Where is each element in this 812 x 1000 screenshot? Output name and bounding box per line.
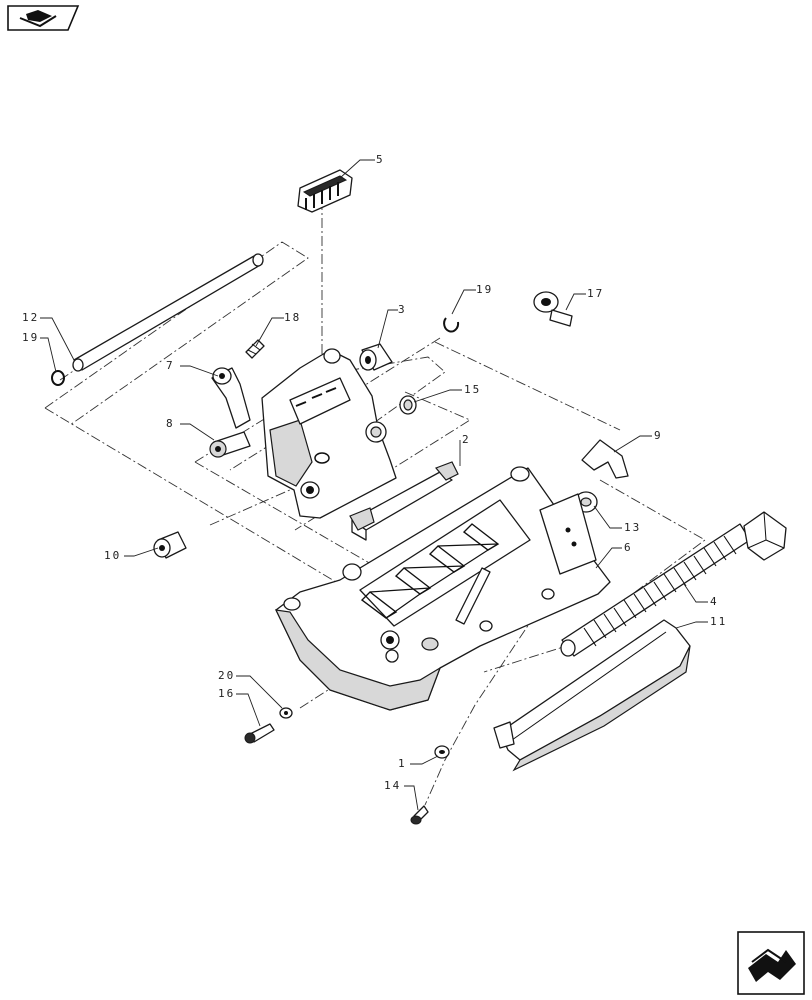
callout-12: 12 [22,311,39,324]
callout-4: 4 [710,595,719,608]
part-7-lever [211,367,251,429]
part-19-ring-left [51,370,65,386]
callout-6: 6 [624,541,633,554]
part-3-grommet [359,343,393,371]
part-9-fork [581,439,629,479]
callout-8: 8 [166,417,175,430]
callout-3: 3 [398,303,407,316]
part-14-screw [410,805,429,825]
folder-arrow-icon[interactable] [7,5,80,31]
callout-19-right: 19 [476,283,493,296]
callout-1: 1 [398,757,407,770]
callout-10: 10 [104,549,121,562]
callout-9: 9 [654,429,663,442]
part-6-lower-housing [274,466,611,711]
callout-2: 2 [462,433,471,446]
callout-19-left: 19 [22,331,39,344]
part-20-washer [279,707,293,719]
callout-15: 15 [464,383,481,396]
part-1-washer [434,745,450,759]
leader-lines [40,159,708,811]
callout-20: 20 [218,669,235,682]
callout-14: 14 [384,779,401,792]
part-4-threaded-rod [560,511,787,657]
next-page-arrow-icon[interactable] [737,931,805,995]
part-19-ring-right [443,317,460,333]
callout-13: 13 [624,521,641,534]
part-15-washer [399,395,417,415]
callout-17: 17 [587,287,604,300]
part-10-spacer [153,531,187,559]
part-5-clip [297,169,353,213]
part-2-slide-bar [349,461,459,541]
part-12-shaft [72,253,264,372]
part-11-handle [493,619,691,772]
part-17-clamp [533,291,573,327]
part-8-bushing [209,431,251,458]
upper-bracket-assembly [261,348,397,519]
callout-18: 18 [284,311,301,324]
callout-16: 16 [218,687,235,700]
callout-labels: 5 3 18 12 19 19 17 7 15 8 2 9 13 6 10 4 … [22,153,727,792]
part-18-pin [245,339,265,359]
callout-5: 5 [376,153,385,166]
callout-7: 7 [166,359,175,372]
part-16-bolt [244,723,275,744]
callout-11: 11 [710,615,727,628]
